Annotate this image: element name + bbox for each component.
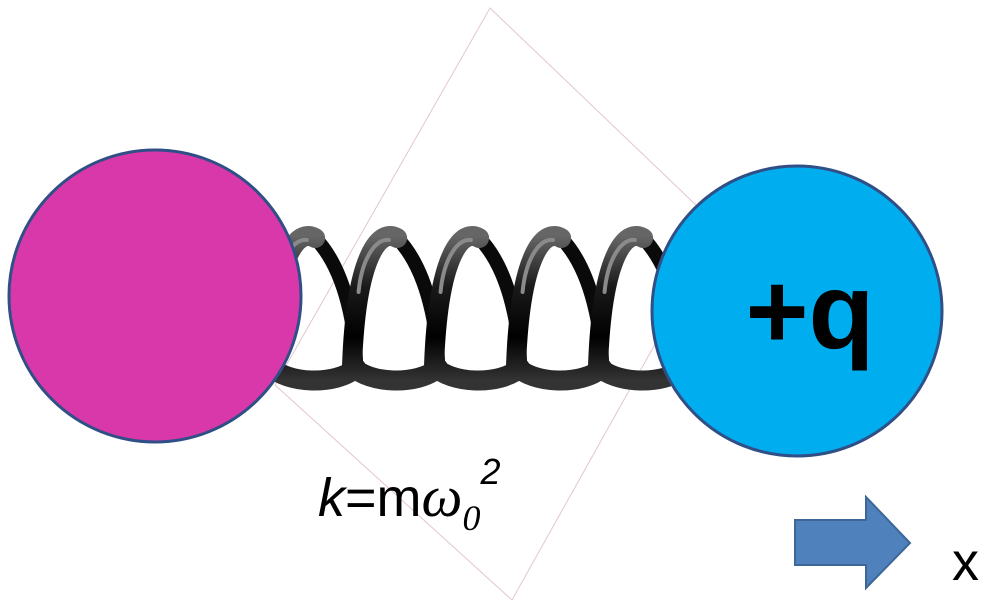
axis-label: x: [952, 532, 979, 592]
spring-highlight: [438, 237, 473, 294]
omega-superscript: 2: [479, 451, 500, 492]
right-mass: [650, 164, 944, 458]
right-arrow-icon: [794, 494, 912, 591]
spring-constant-label: k=mω0 2: [318, 451, 501, 538]
omega-subscript: 0: [462, 498, 480, 538]
spring-constant-eq: =m: [345, 468, 422, 528]
spring-highlight: [602, 237, 637, 294]
charge-label: +q: [745, 250, 874, 371]
left-mass: [7, 148, 303, 444]
spring-highlight: [520, 237, 555, 294]
spring-constant-k: k: [318, 468, 348, 528]
spring: [260, 226, 695, 391]
background-frame: [274, 7, 721, 601]
spring-highlight: [356, 237, 391, 294]
charge-label-text: +q: [745, 250, 874, 371]
axis-label-text: x: [952, 532, 979, 592]
omega-symbol: ω: [422, 464, 463, 529]
